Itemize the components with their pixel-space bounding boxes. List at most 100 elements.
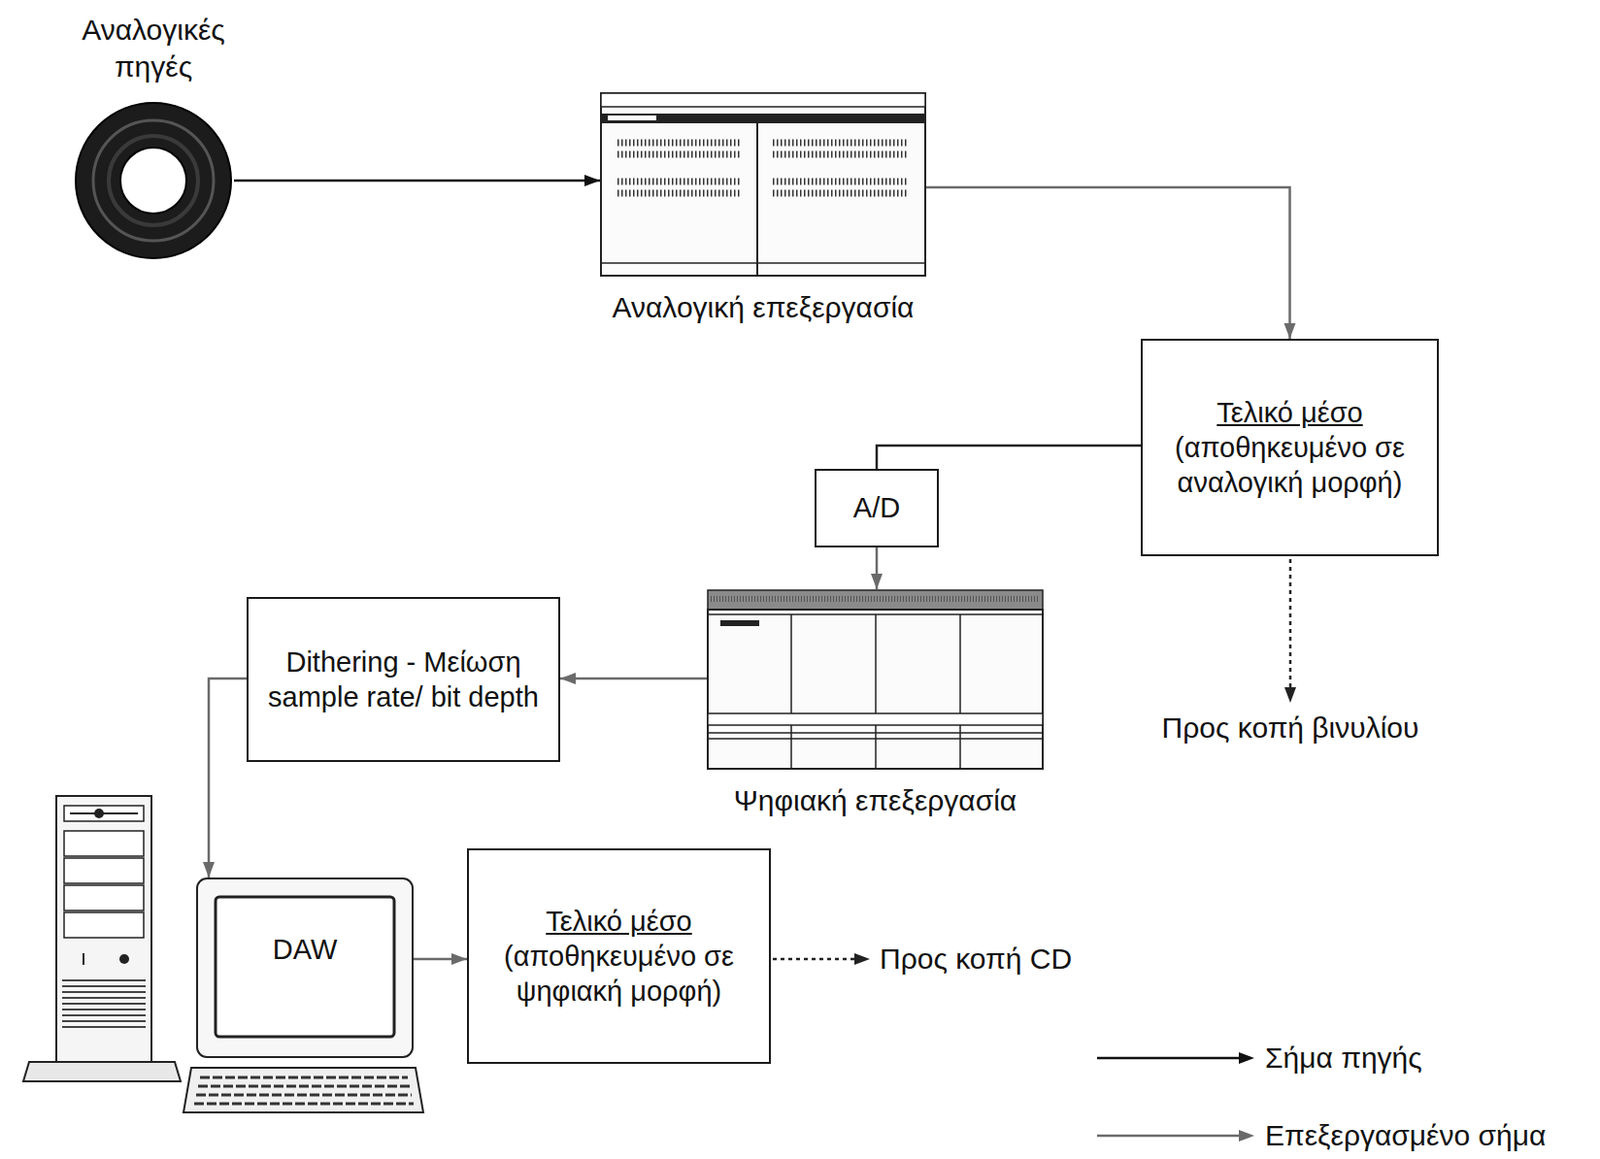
- converter-box: A/D: [814, 468, 939, 548]
- output-label: Προς κοπή CD: [879, 941, 1072, 977]
- drawing-part: [23, 1062, 181, 1082]
- drawing-part: [183, 1067, 424, 1113]
- drawing-part: [62, 991, 146, 994]
- drawing-part: [707, 609, 1043, 769]
- drawing-part: [707, 737, 1043, 740]
- storage-box: Τελικό μέσο(αποθηκευμένο σε αναλογική μο…: [1140, 338, 1439, 557]
- node-text: Ψηφιακή επεξεργασία: [733, 783, 1017, 819]
- signal-connector: [233, 174, 600, 187]
- arrow-head: [1284, 323, 1297, 339]
- drawing-part: [607, 115, 657, 121]
- drawing-part: [62, 985, 146, 988]
- drawing-part: [790, 614, 793, 769]
- node-text: Τελικό μέσο: [1216, 395, 1363, 431]
- drawing-part: [194, 1102, 414, 1106]
- drawing-part: [62, 980, 146, 1028]
- drawing-part: [215, 897, 395, 1037]
- drawing-part: [198, 1085, 410, 1089]
- drawing-part: [617, 151, 742, 159]
- drawing-part: [64, 912, 144, 938]
- drawing-part: [600, 262, 926, 265]
- signal-connector: [926, 187, 1297, 339]
- process-box: Dithering - Μείωση sample rate/ bit dept…: [246, 597, 561, 763]
- connector-line: [233, 179, 600, 183]
- computer-tower: [23, 796, 181, 1082]
- drawing-part: [617, 190, 742, 198]
- drawing-part: [1289, 559, 1293, 692]
- rack-unit: [600, 92, 927, 277]
- signal-connector: [870, 547, 883, 590]
- drawing-part: [62, 1026, 146, 1029]
- node-body: (αποθηκευμένο σε αναλογική μορφή): [1152, 430, 1428, 501]
- node-text: Dithering - Μείωση sample rate/ bit dept…: [258, 644, 549, 716]
- drawing-part: [200, 1076, 408, 1080]
- drawing-part: [64, 805, 144, 822]
- arrow-head: [870, 573, 883, 590]
- drawing-part: [874, 614, 877, 769]
- drawing-part: [196, 1094, 412, 1098]
- drawing-part: [710, 596, 1040, 602]
- analog-processor: Αναλογική επεξεργασία: [600, 92, 927, 326]
- drawing-part: [197, 878, 413, 1058]
- arrow-head: [451, 953, 467, 966]
- drawing-part: [772, 958, 859, 962]
- legend-text: Σήμα πηγής: [1265, 1040, 1423, 1076]
- node-text: DAW: [216, 932, 394, 967]
- monitor-screen: [196, 877, 414, 1060]
- arrow-head: [584, 174, 600, 187]
- drawing-part: [617, 142, 909, 194]
- drawing-part: [64, 885, 144, 911]
- drawing-part: [600, 93, 926, 107]
- drawing-part: [1238, 1130, 1255, 1142]
- connector-line: [926, 187, 1291, 339]
- signal-connector: [413, 953, 467, 966]
- arrow-head: [202, 862, 215, 878]
- signal-connector: [202, 678, 247, 878]
- rack-unit: [706, 589, 1044, 770]
- drawing-part: [1284, 687, 1297, 703]
- drawing-part: [94, 808, 104, 819]
- legend-text: Επεξεργασμένο σήμα: [1265, 1118, 1546, 1154]
- drawing-part: [64, 831, 144, 857]
- drawing-part: [772, 190, 909, 198]
- caption-holder: Ψηφιακή επεξεργασία: [706, 783, 1044, 819]
- node-text: A/D: [853, 490, 900, 526]
- drawing-part: [62, 1020, 146, 1023]
- digital-processor: Ψηφιακή επεξεργασία: [706, 589, 1044, 819]
- drawing-part: [600, 93, 926, 276]
- analog-source-reel: Αναλογικές πηγές: [72, 11, 234, 262]
- drawing-part: [720, 620, 760, 627]
- storage-box: Τελικό μέσο(αποθηκευμένο σε ψηφιακή μορφ…: [466, 848, 771, 1065]
- drawing-part: [772, 139, 909, 147]
- drawing-part: [82, 953, 85, 966]
- drawing-part: [93, 120, 214, 241]
- drawing-part: [62, 1008, 146, 1011]
- drawing-part: [1097, 1134, 1245, 1138]
- drawing-part: [707, 732, 1043, 734]
- connector-line: [208, 678, 247, 878]
- drawing-part: [119, 954, 130, 965]
- drawing-part: [617, 139, 742, 147]
- signal-connector: [560, 672, 707, 685]
- node-text: Αναλογικές πηγές: [72, 11, 234, 85]
- drawing-part: [62, 1014, 146, 1017]
- drawing-part: [194, 1077, 414, 1104]
- daw-monitor: DAW: [196, 877, 414, 1060]
- drawing-part: [62, 979, 146, 982]
- drawing-part: [62, 1002, 146, 1005]
- output-label: Προς κοπή βινυλίου: [1162, 710, 1420, 746]
- drawing-part: [756, 123, 759, 276]
- drawing-part: [64, 858, 144, 884]
- drawing-part: [108, 135, 199, 226]
- drawing-part: [707, 590, 1043, 610]
- drawing-part: [707, 713, 1043, 726]
- drawing-part: [120, 147, 187, 214]
- drawing-part: [772, 178, 909, 186]
- drawing-part: [1097, 1057, 1245, 1061]
- drawing-part: [75, 102, 232, 259]
- drawing-part: [959, 614, 962, 769]
- drawing-part: [617, 178, 742, 186]
- drawing-part: [854, 953, 870, 966]
- drawing-part: [62, 997, 146, 1000]
